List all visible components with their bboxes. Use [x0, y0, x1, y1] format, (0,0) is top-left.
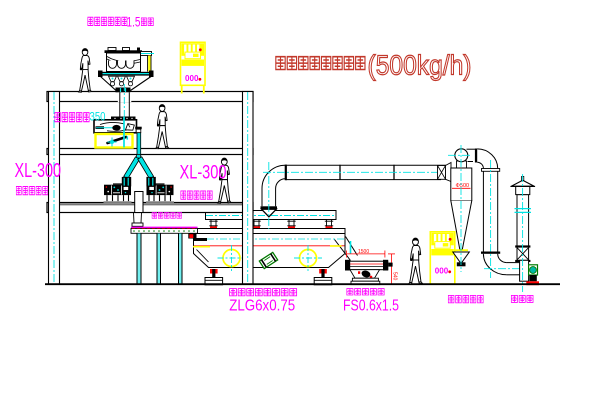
svg-text:1500: 1500 — [358, 249, 369, 255]
svg-text:540: 540 — [392, 272, 398, 281]
svg-text:350: 350 — [90, 112, 106, 124]
svg-text:000: 000 — [435, 265, 449, 275]
svg-text:Φ500: Φ500 — [456, 183, 470, 189]
svg-text:XL-300: XL-300 — [180, 163, 227, 184]
svg-text:000: 000 — [185, 73, 199, 83]
svg-text:XL-300: XL-300 — [15, 160, 62, 182]
svg-text:FS0.6x1.5: FS0.6x1.5 — [343, 298, 399, 315]
svg-text:1.5: 1.5 — [127, 14, 141, 30]
svg-text:ZLG6x0.75: ZLG6x0.75 — [229, 298, 295, 315]
svg-text:(500kg/h): (500kg/h) — [368, 50, 472, 81]
